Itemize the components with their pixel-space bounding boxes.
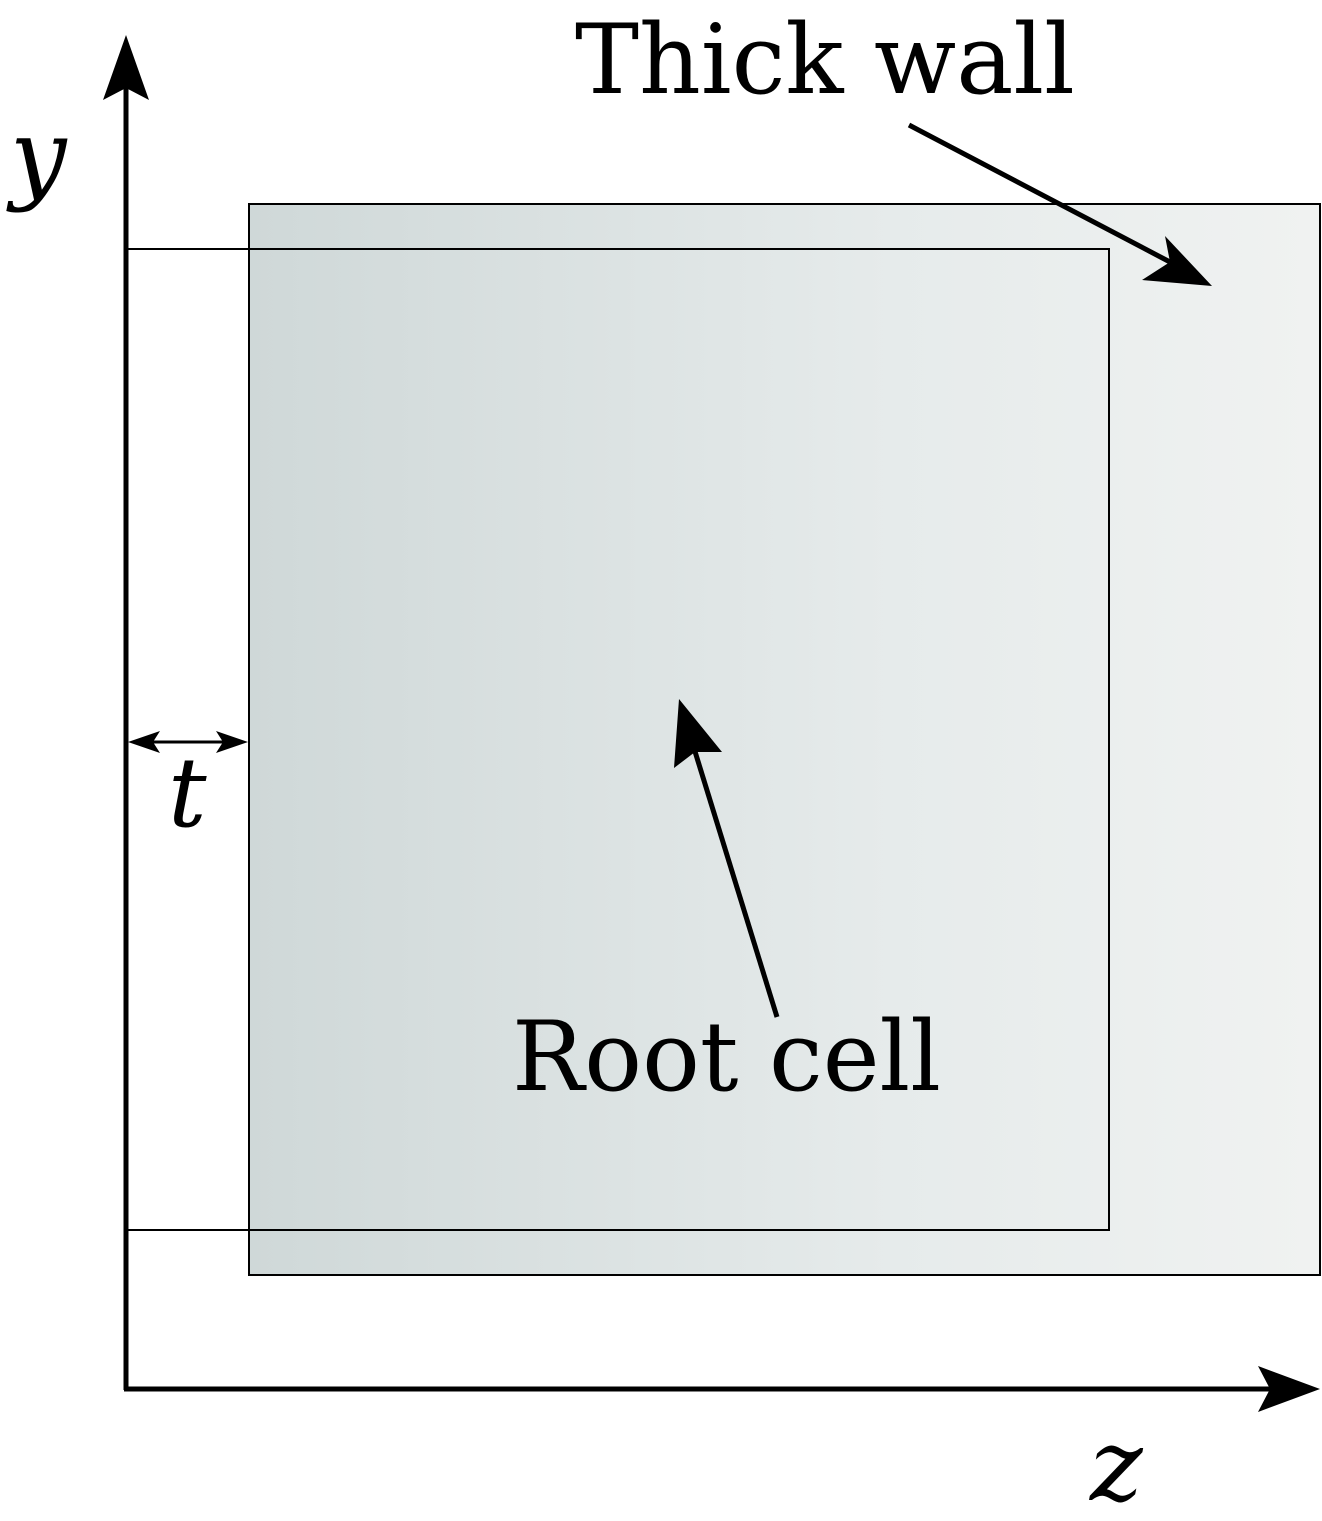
z-axis-arrowhead [1258, 1366, 1320, 1412]
thickness-arrowhead-left [128, 731, 160, 753]
thick-wall-arrowhead [1142, 236, 1212, 286]
thickness-arrowhead-right [216, 731, 248, 753]
thickness-label: t [168, 737, 207, 849]
root-cell-pointer [674, 699, 780, 1018]
thick-wall-pointer [907, 122, 1212, 286]
thick-wall-label: Thick wall [575, 4, 1075, 116]
root-cell-arrowhead [674, 699, 722, 768]
z-axis-label: z [1089, 1407, 1144, 1521]
y-axis [103, 35, 149, 1390]
y-axis-arrowhead [103, 35, 149, 100]
thick-wall-region [248, 203, 1321, 1276]
z-axis [124, 1366, 1320, 1412]
root-cell-label: Root cell [512, 1001, 941, 1113]
y-axis-label: y [6, 97, 68, 214]
thickness-dimension [128, 731, 248, 753]
